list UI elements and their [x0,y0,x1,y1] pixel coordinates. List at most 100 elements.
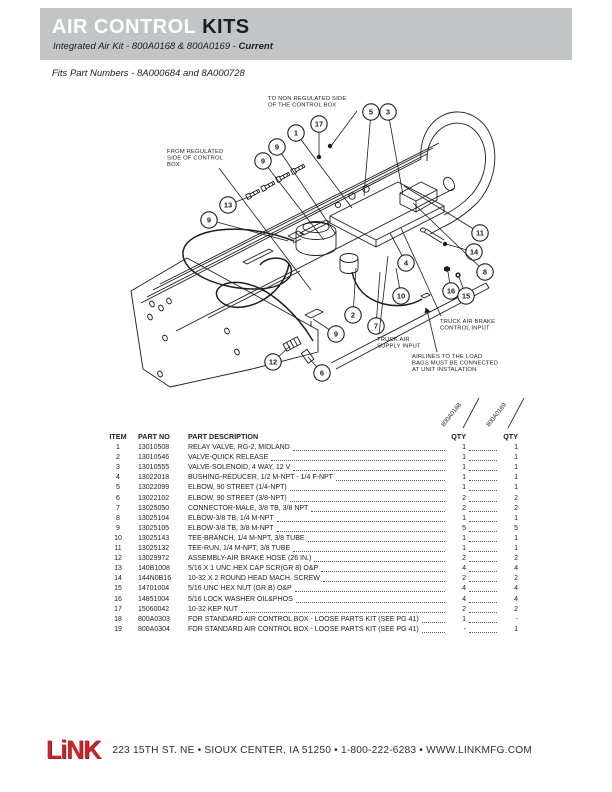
qty-168: 1 [462,454,466,462]
dot-leader [469,604,497,613]
footer: LiNK 223 15TH ST. NE • SIOUX CENTER, IA … [46,735,533,765]
item-number: 9 [116,524,120,532]
part-description: TEE-RUN, 1/4 M-NPT, 3/8 TUBE [188,545,291,553]
qty-169: 1 [514,484,518,492]
header-qty-168: QTY [451,432,466,441]
qty-169: 5 [514,524,518,532]
part-number: 13010508 [138,444,170,452]
qty-169: - [515,615,518,623]
item-number: 5 [116,484,120,492]
callout-12: 12 [264,345,291,371]
callout-4: 4 [389,232,415,272]
dot-leader [421,624,445,633]
dot-leader [469,543,497,553]
dot-leader [276,513,445,522]
qty-168: 4 [462,595,466,603]
part-number: 13025105 [138,524,170,532]
callout-number: 3 [386,108,390,117]
qty-168: 4 [462,585,466,593]
bracket-line-art [130,111,496,388]
item-number: 1 [116,444,120,452]
item-number: 3 [116,464,120,472]
callout-9: 9 [312,318,345,343]
dot-leader [293,543,445,553]
part-number: 140B1008 [138,565,170,573]
part-description: TEE-BRANCH, 1/4 M-NPT, 3/8 TUBE [188,534,305,542]
item-number: 10 [114,534,122,542]
dot-leader [469,624,497,633]
callout-number: 5 [369,108,373,117]
callout-number: 15 [462,292,470,301]
qty-169: 1 [514,454,518,462]
callout-number: 6 [320,369,324,378]
dot-leader [292,442,445,452]
page-title-air-control: AIR CONTROL [52,16,197,38]
callout-6: 6 [307,356,331,382]
qty-169: 2 [514,555,518,563]
dot-leader [241,604,445,613]
dot-leader [469,482,497,492]
part-number: 15060042 [138,605,170,613]
part-description: VALVE-QUICK RELEASE [188,454,269,462]
qty-168: 4 [462,565,466,573]
callout-number: 4 [404,259,409,268]
dot-leader [469,573,497,583]
callout-number: 13 [224,201,232,210]
callout-number: 8 [483,268,487,277]
part-number: 13025050 [138,504,170,512]
callout-number: 9 [261,157,265,166]
header-qty-169: QTY [503,432,518,441]
part-description: ELBOW-3/8 TB, 3/8 M-NPT [188,524,274,532]
dot-leader [469,563,497,573]
callout-9: 9 [200,211,289,242]
kit-label-800A0169: 800A0169 [485,401,508,428]
qty-168: 2 [462,494,466,502]
part-description: 5/16 LOCK WASHER OIL&PHOS [188,595,293,603]
part-description: ELBOW, 90 STREET (1/4-NPT) [188,484,287,492]
link-logo: LiNK [46,735,101,765]
parts-table-header: ITEM PART NO PART DESCRIPTION QTY QTY [106,430,518,441]
qty-169: 1 [514,545,518,553]
callout-15: 15 [457,276,475,305]
qty-168: 2 [462,575,466,583]
item-number: 15 [114,585,122,593]
qty-169: 1 [514,464,518,472]
qty-169: 4 [514,585,518,593]
part-description: ELBOW, 90 STREET (3/8-NPT) [188,494,287,502]
part-description: FOR STANDARD AIR CONTROL BOX - LOOSE PAR… [188,625,419,633]
callout-17: 17 [310,115,328,155]
callout-number: 9 [207,216,211,225]
dot-leader [311,503,445,512]
kit-label-leader [462,397,480,429]
dot-leader [469,462,497,472]
qty-168: - [463,625,466,633]
dot-leader [469,503,497,512]
dot-leader [307,533,445,542]
callout-number: 10 [397,292,405,301]
part-description: FOR STANDARD AIR CONTROL BOX - LOOSE PAR… [188,615,419,623]
qty-168: 1 [462,534,466,542]
callout-number: 17 [315,120,323,129]
header-spacer [261,433,445,441]
part-number: 13022102 [138,494,170,502]
part-number: 14701004 [138,585,170,593]
item-number: 14 [114,575,122,583]
dot-leader [289,482,445,492]
part-number: 13010546 [138,454,170,462]
footer-address: 223 15TH ST. NE • SIOUX CENTER, IA 51250… [112,745,533,756]
header-part-no: PART NO [138,432,170,441]
